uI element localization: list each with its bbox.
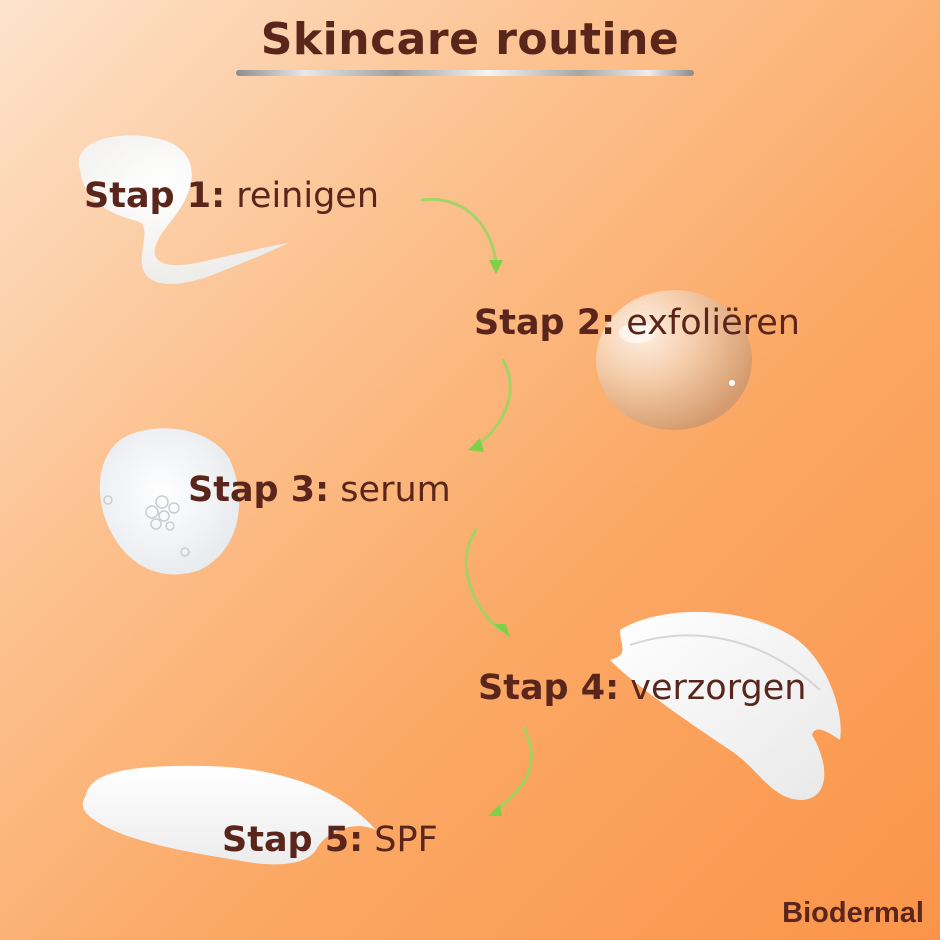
step-4-text: verzorgen bbox=[630, 668, 807, 708]
step-3-label: Stap 3: bbox=[188, 470, 330, 510]
step-3: Stap 3: serum bbox=[188, 470, 451, 510]
cream-swatch-icon bbox=[610, 611, 841, 800]
step-5-text: SPF bbox=[374, 820, 438, 860]
foam-cleanser-icon bbox=[78, 135, 288, 284]
step-1-text: reinigen bbox=[236, 176, 380, 216]
step-3-text: serum bbox=[340, 470, 451, 510]
brand-logo: Biodermal bbox=[782, 897, 924, 929]
sunscreen-swatch-icon bbox=[82, 765, 376, 865]
step-4: Stap 4: verzorgen bbox=[478, 668, 806, 708]
arrow-head-2-icon bbox=[468, 438, 484, 452]
step-2: Stap 2: exfoliëren bbox=[474, 303, 800, 343]
liquid-droplet-icon bbox=[596, 290, 752, 430]
gel-serum-icon bbox=[99, 428, 240, 575]
step-1-label: Stap 1: bbox=[84, 176, 226, 216]
arrow-head-1-icon bbox=[489, 260, 503, 274]
step-2-label: Stap 2: bbox=[474, 303, 616, 343]
step-2-text: exfoliëren bbox=[626, 303, 800, 343]
step-5: Stap 5: SPF bbox=[222, 820, 438, 860]
title-underline bbox=[236, 70, 694, 76]
step-1: Stap 1: reinigen bbox=[84, 176, 379, 216]
arrow-head-4-icon bbox=[488, 804, 502, 816]
step-5-label: Stap 5: bbox=[222, 820, 364, 860]
arrow-head-3-icon bbox=[494, 624, 510, 638]
step-4-label: Stap 4: bbox=[478, 668, 620, 708]
page-title: Skincare routine bbox=[260, 14, 680, 65]
